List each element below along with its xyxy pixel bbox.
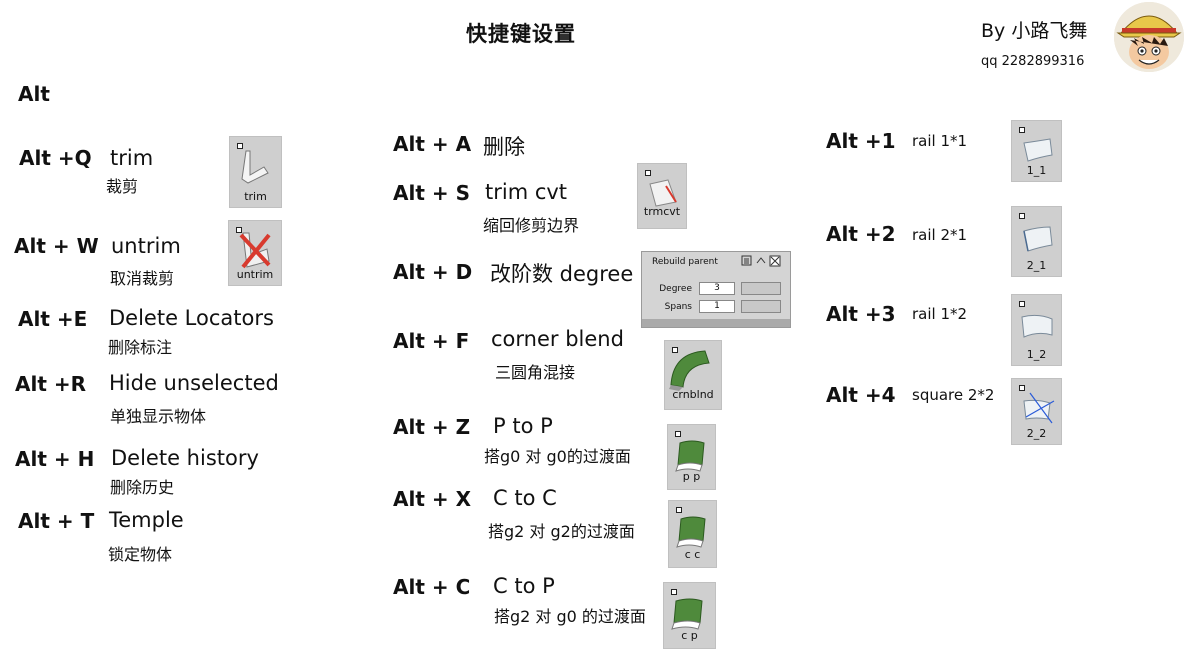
shortcut-key: Alt + C (393, 575, 471, 599)
spans-field[interactable]: 1 (699, 300, 735, 313)
command-name: 删除 (483, 135, 525, 159)
panel-title: Rebuild parent (652, 257, 718, 267)
shortcut-key: Alt +E (18, 307, 88, 331)
rail-2x1-tool-icon[interactable]: 2_1 (1011, 206, 1062, 277)
author-credit: By 小路飞舞 (981, 20, 1088, 42)
command-desc: 单独显示物体 (110, 407, 207, 426)
command-desc: 取消裁剪 (110, 269, 175, 288)
shortcut-key: Alt + X (393, 487, 471, 511)
shortcut-key: Alt + F (393, 329, 470, 353)
command-name: trim (110, 146, 154, 170)
degree-slider[interactable] (741, 282, 781, 295)
shortcut-key: Alt +4 (826, 383, 896, 407)
command-name: C to C (493, 486, 557, 510)
degree-row: Degree 3 (642, 282, 792, 297)
icon-label: c p (681, 629, 698, 642)
qq-contact: qq 2282899316 (981, 54, 1085, 69)
command-name: trim cvt (485, 180, 568, 204)
rebuild-parent-panel: Rebuild parent Degree 3 Spans 1 (641, 251, 791, 328)
degree-label: Degree (659, 284, 692, 294)
command-name: 改阶数 degree (490, 262, 634, 286)
spans-label: Spans (664, 302, 692, 312)
trim-convert-tool-icon[interactable]: trmcvt (637, 163, 687, 229)
icon-label: 1_2 (1026, 348, 1047, 361)
section-label: Alt (18, 82, 50, 106)
page-title: 快捷键设置 (466, 22, 576, 46)
command-desc: 锁定物体 (108, 545, 173, 564)
command-name: square 2*2 (912, 386, 995, 404)
command-name: rail 2*1 (912, 226, 968, 244)
command-name: Temple (109, 508, 184, 532)
shortcut-key: Alt + D (393, 260, 473, 284)
avatar (1114, 2, 1184, 72)
shortcut-key: Alt +3 (826, 302, 896, 326)
shortcut-key: Alt +2 (826, 222, 896, 246)
icon-label: trim (244, 190, 267, 203)
trim-tool-icon[interactable]: trim (229, 136, 282, 208)
command-name: Delete Locators (109, 306, 274, 330)
command-desc: 裁剪 (106, 177, 139, 196)
shortcut-key: Alt + H (15, 447, 95, 471)
rail-1x1-tool-icon[interactable]: 1_1 (1011, 120, 1062, 182)
shortcut-key: Alt + T (18, 509, 95, 533)
rail-1x2-tool-icon[interactable]: 1_2 (1011, 294, 1062, 366)
command-desc: 删除历史 (110, 478, 175, 497)
icon-label: crnblnd (672, 388, 714, 401)
shortcut-key: Alt + S (393, 181, 470, 205)
shortcut-key: Alt +1 (826, 129, 896, 153)
panel-footer (642, 319, 790, 327)
command-name: Delete history (111, 446, 259, 470)
command-name: untrim (111, 234, 181, 258)
shortcut-key: Alt + A (393, 132, 472, 156)
shortcut-key: Alt +Q (19, 146, 92, 170)
shortcut-key: Alt + W (14, 234, 99, 258)
command-desc: 缩回修剪边界 (483, 216, 580, 235)
spans-slider[interactable] (741, 300, 781, 313)
corner-blend-tool-icon[interactable]: crnblnd (664, 340, 722, 410)
command-desc: 删除标注 (108, 338, 173, 357)
window-controls-icon[interactable] (740, 255, 784, 267)
command-desc: 搭g0 对 g0的过渡面 (484, 447, 631, 466)
blend-c-to-p-tool-icon[interactable]: c p (663, 582, 716, 649)
command-name: corner blend (491, 327, 624, 351)
command-name: Hide unselected (109, 371, 279, 395)
command-desc: 三圆角混接 (495, 363, 576, 382)
icon-label: p p (682, 470, 701, 483)
shortcut-key: Alt + Z (393, 415, 471, 439)
command-desc: 搭g2 对 g0 的过渡面 (494, 607, 646, 626)
command-desc: 搭g2 对 g2的过渡面 (488, 522, 635, 541)
command-name: rail 1*2 (912, 305, 968, 323)
shortcut-key: Alt +R (15, 372, 87, 396)
icon-label: 1_1 (1026, 164, 1047, 177)
icon-label: 2_2 (1026, 427, 1047, 440)
spans-row: Spans 1 (642, 300, 792, 315)
square-2x2-tool-icon[interactable]: 2_2 (1011, 378, 1062, 445)
command-name: P to P (493, 414, 553, 438)
icon-label: c c (684, 548, 701, 561)
icon-label: trmcvt (643, 205, 681, 218)
blend-p-to-p-tool-icon[interactable]: p p (667, 424, 716, 490)
degree-field[interactable]: 3 (699, 282, 735, 295)
untrim-tool-icon[interactable]: untrim (228, 220, 282, 286)
icon-label: 2_1 (1026, 259, 1047, 272)
command-name: rail 1*1 (912, 132, 968, 150)
blend-c-to-c-tool-icon[interactable]: c c (668, 500, 717, 568)
icon-label: untrim (236, 268, 274, 281)
command-name: C to P (493, 574, 555, 598)
